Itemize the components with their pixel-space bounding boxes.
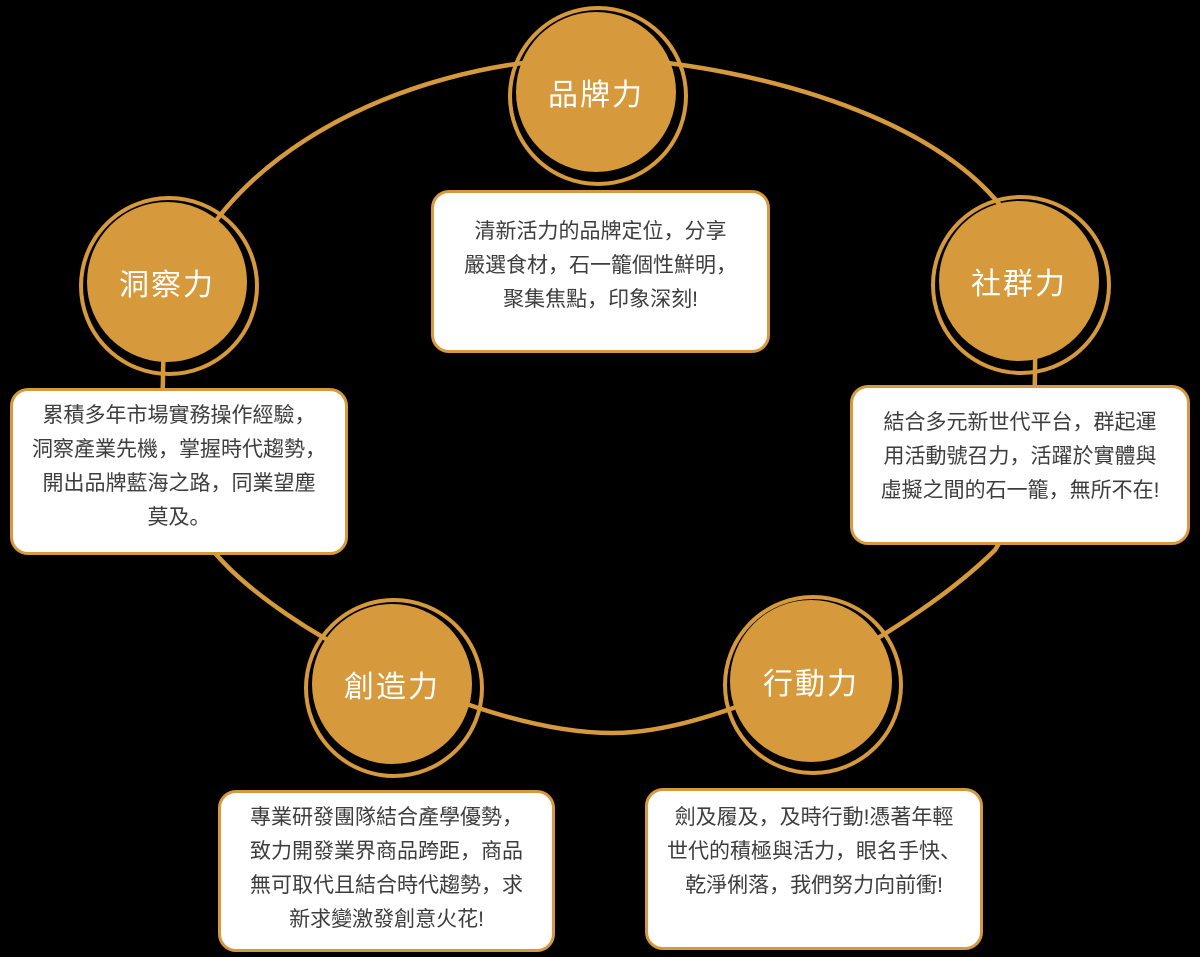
desc-line: 開出品牌藍海之路，同業望塵 xyxy=(42,472,316,495)
community-desc-box: 結合多元新世代平台，群起運 用活動號召力，活躍於實體與 虛擬之間的石一籠，無所不… xyxy=(850,385,1190,545)
insight-label: 洞察力 xyxy=(119,269,215,302)
community-label: 社群力 xyxy=(971,268,1067,301)
insight-desc-box: 累積多年市場實務操作經驗， 洞察產業先機，掌握時代趨勢， 開出品牌藍海之路，同業… xyxy=(10,388,348,555)
desc-line: 洞察產業先機，掌握時代趨勢， xyxy=(32,438,326,461)
community-circle xyxy=(939,201,1099,361)
insight-circle xyxy=(87,202,247,362)
desc-line: 結合多元新世代平台，群起運 xyxy=(883,411,1157,434)
brand-circle-ring xyxy=(508,6,688,186)
desc-line: 聚集焦點，印象深刻! xyxy=(503,288,698,311)
desc-line: 劍及履及，及時行動!憑著年輕 xyxy=(674,806,954,829)
action-desc-box: 劍及履及，及時行動!憑著年輕 世代的積極與活力，眼名手快、 乾淨俐落，我們努力向… xyxy=(645,788,983,950)
desc-line: 累積多年市場實務操作經驗， xyxy=(42,404,316,427)
desc-line: 新求變激發創意火花! xyxy=(289,908,484,931)
creativity-circle-ring xyxy=(304,598,484,778)
creativity-circle xyxy=(312,604,472,764)
brand-circle xyxy=(516,12,676,172)
desc-line: 清新活力的品牌定位，分享 xyxy=(474,220,727,243)
action-circle xyxy=(730,600,892,762)
insight-circle-ring xyxy=(79,196,259,376)
desc-line: 世代的積極與活力，眼名手快、 xyxy=(667,840,961,863)
desc-line: 專業研發團隊結合產學優勢， xyxy=(250,806,523,829)
desc-line: 致力開發業界商品跨距，商品 xyxy=(250,840,523,863)
desc-line: 無可取代且結合時代趨勢，求 xyxy=(250,874,523,897)
brand-desc-box: 清新活力的品牌定位，分享 嚴選食材，石一籠個性鮮明， 聚集焦點，印象深刻! xyxy=(431,190,770,353)
desc-line: 虛擬之間的石一籠，無所不在! xyxy=(880,479,1160,502)
desc-line: 嚴選食材，石一籠個性鮮明， xyxy=(464,254,737,277)
desc-line: 莫及。 xyxy=(147,506,211,529)
creativity-label: 創造力 xyxy=(344,671,440,704)
desc-line: 乾淨俐落，我們努力向前衝! xyxy=(685,874,943,897)
creativity-desc-box: 專業研發團隊結合產學優勢， 致力開發業界商品跨距，商品 無可取代且結合時代趨勢，… xyxy=(218,790,555,952)
action-label: 行動力 xyxy=(763,668,859,701)
action-circle-ring xyxy=(723,595,903,775)
community-circle-ring xyxy=(931,195,1111,375)
desc-line: 用活動號召力，活躍於實體與 xyxy=(883,445,1157,468)
brand-label: 品牌力 xyxy=(548,79,644,112)
